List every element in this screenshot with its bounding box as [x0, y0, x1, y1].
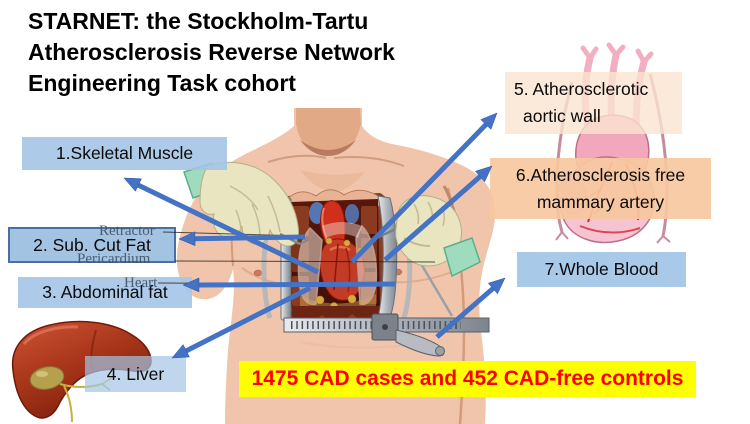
- annotation-retractor: Retractor: [99, 223, 155, 239]
- label-liver-text: 4. Liver: [106, 363, 165, 384]
- cohort-size-text: 1475 CAD cases and 452 CAD-free controls: [251, 367, 684, 390]
- page-title: STARNET: the Stockholm-Tartu Atheroscler…: [28, 6, 395, 99]
- title-line-3: Engineering Task cohort: [28, 70, 296, 96]
- label-mammary-artery-line2: mammary artery: [536, 191, 665, 212]
- annotation-heart: Heart: [124, 275, 158, 291]
- label-whole-blood-text: 7.Whole Blood: [544, 259, 659, 279]
- label-aortic-wall-line1: 5. Atherosclerotic: [514, 79, 649, 99]
- label-sub-cut-fat-text: 2. Sub. Cut Fat: [33, 234, 151, 255]
- label-mammary-artery: 6.Atherosclerosis free mammary artery: [490, 158, 711, 219]
- label-aortic-wall: 5. Atherosclerotic aortic wall: [505, 72, 682, 134]
- label-liver: 4. Liver: [85, 356, 186, 392]
- liver-illustration: [11, 320, 152, 423]
- label-skeletal-muscle: 1.Skeletal Muscle: [22, 137, 227, 170]
- label-whole-blood: 7.Whole Blood: [517, 252, 686, 287]
- cohort-size-banner: 1475 CAD cases and 452 CAD-free controls: [239, 361, 696, 397]
- label-mammary-artery-line1: 6.Atherosclerosis free: [515, 164, 686, 185]
- label-skeletal-muscle-text: 1.Skeletal Muscle: [55, 143, 194, 163]
- label-abdominal-fat: 3. Abdominal fat: [18, 277, 192, 308]
- annotation-pericardium: Pericardium: [77, 251, 151, 267]
- chest-cavity: [284, 189, 392, 328]
- title-line-2: Atherosclerosis Reverse Network: [28, 39, 395, 65]
- title-line-1: STARNET: the Stockholm-Tartu: [28, 8, 369, 34]
- label-abdominal-fat-text: 3. Abdominal fat: [42, 282, 168, 302]
- neck: [296, 108, 361, 154]
- label-aortic-wall-line2: aortic wall: [523, 106, 601, 126]
- left-nipple: [253, 269, 263, 277]
